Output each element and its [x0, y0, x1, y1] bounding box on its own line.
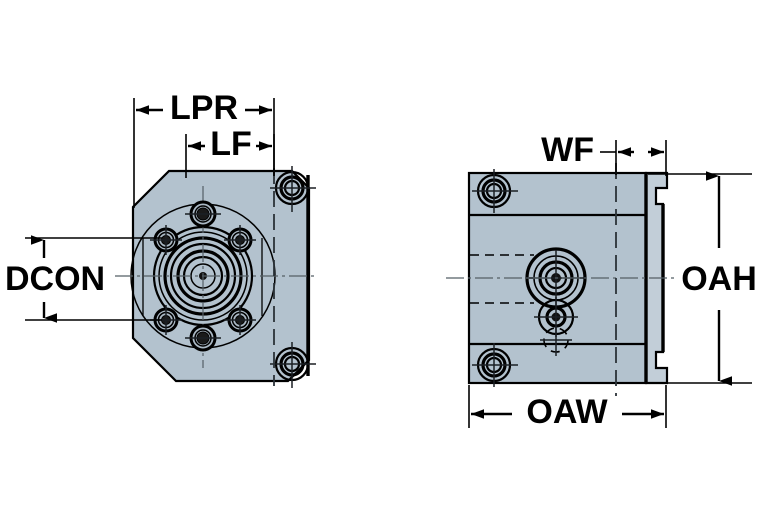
oaw-label: OAW: [526, 393, 608, 431]
front-view-group: LPR LF DCON: [5, 89, 318, 388]
front-view-mounting-hole-top-right: [270, 166, 316, 212]
lpr-label: LPR: [170, 89, 238, 127]
dimension-oaw: OAW: [468, 385, 667, 431]
dcon-label: DCON: [5, 260, 105, 298]
wf-label: WF: [541, 131, 594, 169]
side-view-mounting-hole-bottom-left: [472, 343, 518, 387]
front-view-mounting-hole-bottom-right: [270, 342, 316, 388]
front-view-screw-bottom-right: [224, 305, 256, 335]
lf-label: LF: [210, 125, 252, 163]
oah-label: OAH: [681, 260, 757, 298]
dimension-wf: WF: [541, 131, 667, 176]
side-view-hidden-bore-cross: [540, 326, 572, 356]
dimension-dcon: DCON: [5, 235, 162, 323]
side-view-mounting-hole-top-left: [472, 169, 518, 213]
front-view-pin-bottom: [185, 324, 221, 352]
front-view-pin-top: [185, 200, 221, 228]
front-view-screw-top-right: [224, 225, 256, 255]
dimension-lf: LF: [185, 125, 275, 178]
dimension-lpr: LPR: [133, 89, 275, 208]
side-view-group: WF OAH OAW: [446, 131, 757, 431]
dimension-oah: OAH: [648, 171, 757, 386]
front-view-screw-top-left: [150, 225, 182, 255]
